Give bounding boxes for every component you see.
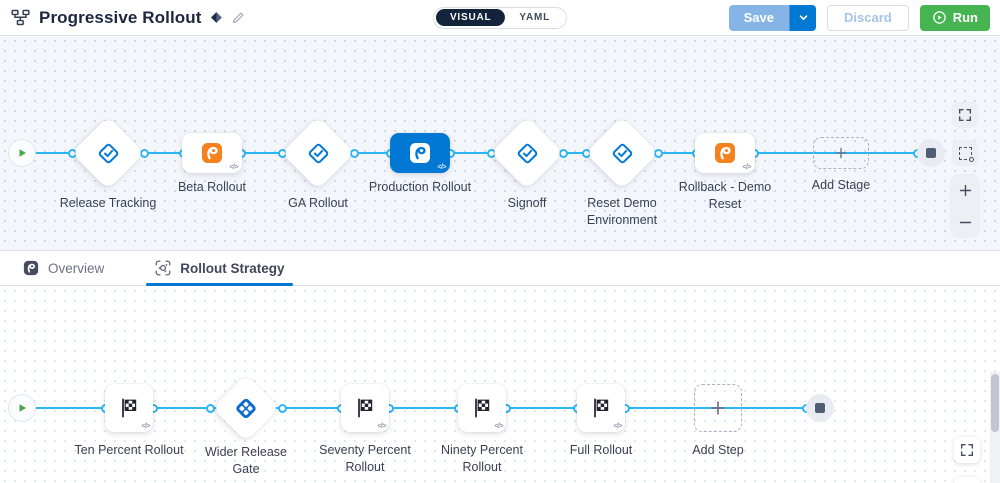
marquee-select-icon [958, 146, 974, 162]
stage-label: Rollback - Demo Reset [678, 180, 772, 211]
fullscreen-button[interactable] [954, 437, 980, 463]
vertical-scrollbar[interactable] [990, 372, 1000, 483]
stage-label: Beta Rollout [177, 180, 247, 194]
steps-start-node[interactable] [8, 394, 36, 422]
release-gate-icon [233, 395, 259, 421]
checkered-flag-icon [116, 395, 142, 421]
tab-overview[interactable]: Overview [14, 251, 112, 285]
tab-label: Rollout Strategy [180, 260, 285, 276]
plus-icon [833, 145, 849, 161]
marquee-select-button[interactable] [952, 140, 978, 166]
approval-icon [514, 140, 540, 166]
step-label: Ninety Percent Rollout [441, 443, 523, 474]
approval-icon [609, 140, 635, 166]
step-label: Ten Percent Rollout [74, 443, 184, 457]
feature-flag-icon [407, 140, 433, 166]
stage-label: Reset Demo Environment [586, 196, 658, 227]
stage-canvas[interactable]: Release Tracking </> Beta Rollout [0, 36, 1000, 250]
feature-flag-icon [712, 140, 738, 166]
zoom-controls [950, 174, 980, 238]
step-flow-line [22, 407, 820, 409]
save-options-button[interactable] [789, 4, 817, 31]
pipeline-start-node[interactable] [8, 139, 36, 167]
marquee-select-button[interactable] [954, 477, 980, 483]
zoom-out-button[interactable] [950, 207, 980, 237]
fullscreen-icon [959, 442, 975, 458]
play-icon [16, 402, 28, 414]
toggle-yaml[interactable]: YAML [519, 12, 551, 23]
connector-dot [277, 403, 287, 413]
code-badge: </> [494, 423, 503, 430]
approval-icon [305, 140, 331, 166]
approval-icon [95, 140, 121, 166]
stop-icon [815, 403, 825, 413]
stage-label: GA Rollout [288, 196, 348, 210]
play-icon [16, 147, 28, 159]
code-badge: </> [613, 423, 622, 430]
toggle-visual[interactable]: VISUAL [435, 9, 506, 26]
steps-end-node[interactable] [806, 394, 834, 422]
stage-label: Signoff [507, 196, 547, 210]
step-label: Full Rollout [569, 443, 633, 457]
code-badge: </> [229, 164, 238, 171]
stage-detail-tabs: Overview Rollout Strategy [0, 250, 1000, 286]
step-label: Seventy Percent Rollout [319, 443, 411, 474]
code-badge: </> [437, 164, 446, 171]
code-badge: </> [377, 423, 386, 430]
connector-dot [205, 403, 215, 413]
minus-icon [957, 214, 974, 231]
visual-yaml-toggle: VISUAL YAML [432, 6, 568, 29]
pipeline-icon [10, 7, 31, 28]
zoom-in-button[interactable] [950, 175, 980, 205]
scrollbar-thumb[interactable] [991, 374, 999, 432]
run-play-icon [932, 10, 947, 25]
code-badge: </> [141, 423, 150, 430]
stage-type-diamond-icon [210, 11, 223, 24]
step-label: Wider Release Gate [205, 445, 287, 476]
edit-pencil-icon[interactable] [231, 10, 246, 25]
stage-flow-line [22, 152, 931, 154]
strategy-icon [154, 259, 172, 277]
save-button[interactable]: Save [728, 4, 790, 31]
plus-icon [708, 398, 728, 418]
fullscreen-icon [957, 107, 973, 123]
step-label: Add Step [692, 443, 744, 457]
stage-label: Production Rollout [368, 180, 472, 194]
tab-rollout-strategy[interactable]: Rollout Strategy [146, 251, 293, 286]
run-button[interactable]: Run [919, 4, 990, 31]
chevron-down-icon [797, 11, 810, 24]
code-badge: </> [742, 164, 751, 171]
discard-button[interactable]: Discard [827, 4, 909, 31]
feature-flag-dark-icon [22, 259, 40, 277]
run-label: Run [952, 10, 978, 25]
save-split-button: Save [728, 4, 817, 31]
plus-icon [957, 182, 974, 199]
feature-flag-icon [199, 140, 225, 166]
page-title: Progressive Rollout [39, 7, 202, 27]
pipeline-end-node[interactable] [917, 139, 945, 167]
tab-label: Overview [48, 260, 105, 276]
fullscreen-button[interactable] [952, 102, 978, 128]
stage-label: Add Stage [811, 178, 871, 192]
checkered-flag-icon [352, 395, 378, 421]
stage-label: Release Tracking [59, 196, 157, 210]
checkered-flag-icon [469, 395, 495, 421]
checkered-flag-icon [588, 395, 614, 421]
header-bar: Progressive Rollout VISUAL YAML Save [0, 0, 1000, 36]
step-canvas[interactable]: </> Ten Percent Rollout [0, 286, 1000, 483]
stop-icon [926, 148, 936, 158]
